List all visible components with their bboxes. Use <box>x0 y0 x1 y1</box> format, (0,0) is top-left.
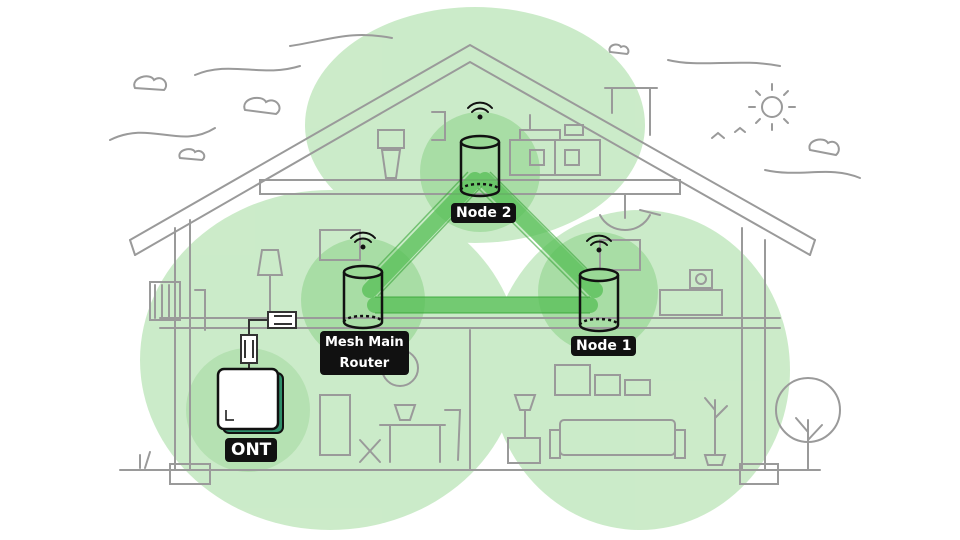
link-main-to-node2 <box>362 172 483 298</box>
node2-label: Node 2 <box>451 203 517 223</box>
main-router-label-line2: Router <box>339 356 390 371</box>
main-router-label-line1: Mesh Main <box>325 335 404 350</box>
ethernet-cable <box>240 311 297 368</box>
node1-device <box>578 267 620 333</box>
node2-device <box>459 134 501 198</box>
link-node2-to-node1 <box>477 172 603 298</box>
wifi-icon <box>586 234 612 253</box>
wifi-icon <box>350 231 376 250</box>
backhaul-links <box>362 172 603 313</box>
rj45-connector-ont <box>240 334 258 364</box>
wifi-icon <box>467 101 493 120</box>
ont-device <box>216 367 284 434</box>
main-router-label: Mesh Main Router <box>320 331 409 375</box>
rj45-connector-router <box>267 311 297 329</box>
node1-label: Node 1 <box>571 336 637 356</box>
main-router-device <box>342 264 384 330</box>
ont-label: ONT <box>225 438 278 462</box>
